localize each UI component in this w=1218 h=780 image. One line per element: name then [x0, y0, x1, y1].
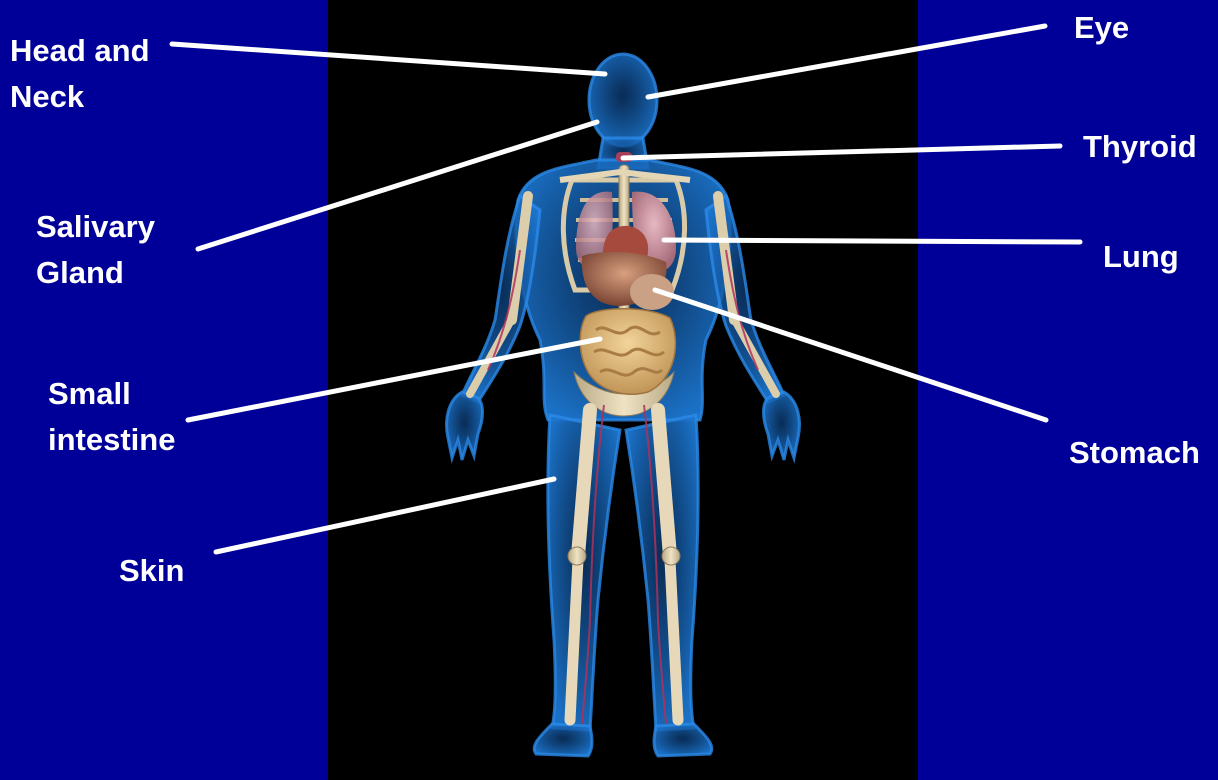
right-foot [654, 724, 712, 756]
leader-stomach [655, 290, 1046, 420]
label-lung: Lung [1103, 234, 1179, 280]
leader-head-and-neck [172, 44, 605, 74]
leader-eye [648, 26, 1045, 97]
label-stomach: Stomach [1069, 430, 1200, 476]
head [589, 54, 657, 146]
leader-thyroid [623, 146, 1060, 158]
right-hand [764, 392, 800, 460]
leader-small-intestine [188, 339, 600, 420]
left-knee [568, 547, 586, 565]
left-hand [447, 392, 483, 460]
label-small-intestine: Small intestine [48, 371, 175, 463]
label-salivary-gland: Salivary Gland [36, 204, 155, 296]
label-thyroid: Thyroid [1083, 124, 1197, 170]
label-head-and-neck: Head and Neck [10, 28, 150, 120]
label-eye: Eye [1074, 5, 1129, 51]
right-knee [662, 547, 680, 565]
leader-skin [216, 479, 554, 552]
leader-lung [664, 240, 1080, 242]
left-foot [534, 724, 592, 756]
label-skin: Skin [119, 548, 184, 594]
